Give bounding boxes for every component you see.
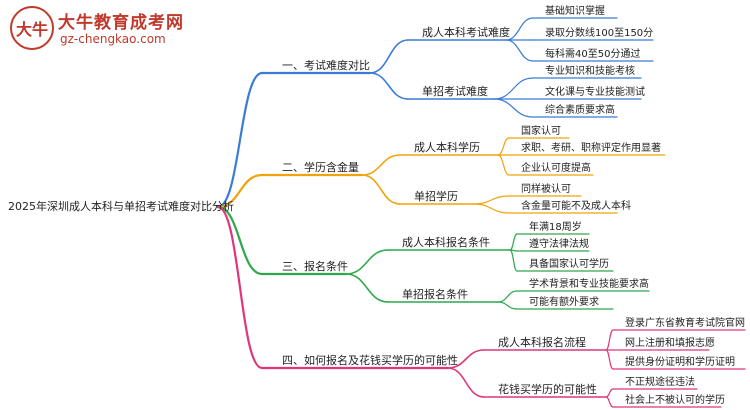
edge-sub-2-1-leaf-1 [497, 137, 510, 156]
leaf-node-3-1-3: 具备国家认可学历 [529, 257, 609, 270]
leaf-node-4-2-2: 社会上不被认可的学历 [625, 393, 725, 406]
leaf-node-3-2-1: 学术背景和专业技能要求高 [529, 277, 649, 290]
edge-sub-2-2-leaf-1 [473, 195, 510, 205]
leaf-node-3-1-2: 遵守法律法规 [529, 237, 589, 250]
edge-sub-3-1-leaf-1 [509, 233, 518, 251]
mindmap-nodes: 2025年深圳成人本科与单招考试难度对比分析 一、考试难度对比 成人本科考试难度 基础… [8, 4, 745, 406]
edge-branch-2-sub-2 [361, 174, 401, 205]
edge-branch-3-sub-2 [345, 273, 389, 303]
sub-node-2-2: 单招学历 [414, 189, 458, 203]
leaf-node-1-2-1: 专业知识和技能考核 [545, 64, 635, 77]
sub-node-4-2: 花钱买学历的可能性 [498, 382, 597, 396]
sub-node-1-2: 单招考试难度 [422, 84, 488, 98]
edge-sub-4-2-leaf-2 [605, 396, 614, 408]
edge-sub-1-1-leaf-3 [505, 39, 534, 62]
leaf-node-1-1-2: 录取分数线100至150分 [545, 26, 653, 39]
leaf-node-4-2-1: 不正规途径违法 [625, 375, 695, 388]
leaf-node-1-1-1: 基础知识掌握 [545, 4, 605, 17]
logo-url[interactable]: gz-chengkao.com [60, 32, 166, 46]
edge-sub-4-2-leaf-1 [605, 388, 614, 398]
edge-branch-4-sub-2 [447, 367, 485, 398]
edge-root-branch-2 [216, 173, 264, 209]
edge-sub-4-1-leaf-1 [605, 329, 614, 351]
edge-branch-4-sub-1 [447, 349, 485, 369]
edge-root-branch-3 [216, 205, 264, 276]
leaf-node-3-1-1: 年满18周岁 [529, 220, 582, 233]
sub-node-3-1: 成人本科报名条件 [402, 235, 490, 249]
sub-node-4-1: 成人本科报名流程 [498, 335, 586, 349]
leaf-node-1-2-2: 文化课与专业技能测试 [545, 85, 645, 98]
sub-node-2-1: 成人本科学历 [414, 140, 480, 154]
edge-branch-3-sub-1 [345, 249, 389, 275]
mindmap-edges [216, 17, 746, 408]
leaf-node-4-1-2: 网上注册和填报志愿 [625, 336, 715, 349]
edge-sub-1-2-leaf-3 [493, 98, 534, 118]
edge-branch-1-sub-1 [369, 39, 409, 74]
leaf-node-2-1-2: 求职、考研、职称评定作用显著 [521, 141, 661, 154]
leaf-node-3-2-2: 可能有额外要求 [529, 295, 599, 308]
leaf-node-1-2-3: 综合素质要求高 [545, 103, 615, 116]
leaf-node-4-1-1: 登录广东省教育考试院官网 [625, 316, 745, 329]
root-node: 2025年深圳成人本科与单招考试难度对比分析 [8, 199, 234, 213]
edge-root-branch-4 [216, 205, 264, 370]
branch-node-2: 二、学历含金量 [282, 160, 359, 174]
logo-mark-icon: 大牛 [10, 6, 54, 50]
site-logo[interactable]: 大牛 大牛教育成考网 gz-chengkao.com [6, 4, 186, 54]
branch-node-1: 一、考试难度对比 [282, 58, 370, 72]
edge-sub-3-2-leaf-1 [497, 290, 518, 303]
edge-sub-1-2-leaf-1 [493, 77, 534, 100]
branch-node-4: 四、如何报名及花钱买学历的可能性 [282, 353, 458, 367]
leaf-node-2-2-1: 同样被认可 [521, 182, 571, 195]
logo-brand-name: 大牛教育成考网 [58, 13, 184, 33]
edge-sub-4-1-leaf-3 [605, 349, 614, 370]
branch-node-3: 三、报名条件 [282, 259, 348, 273]
edge-sub-3-2-leaf-2 [497, 301, 518, 310]
leaf-node-4-1-3: 提供身份证明和学历证明 [625, 355, 735, 368]
leaf-node-2-1-3: 企业认可度提高 [521, 161, 591, 174]
edge-sub-1-1-leaf-1 [505, 17, 534, 41]
leaf-node-1-1-3: 每科需40至50分通过 [545, 47, 640, 60]
edge-branch-2-sub-1 [361, 154, 401, 176]
sub-node-1-1: 成人本科考试难度 [422, 25, 510, 39]
edge-sub-2-1-leaf-3 [497, 154, 510, 176]
edge-sub-3-1-leaf-3 [509, 249, 518, 272]
leaf-node-2-2-2: 含金量可能不及成人本科 [521, 199, 631, 212]
leaf-node-2-1-1: 国家认可 [521, 124, 561, 137]
sub-node-3-2: 单招报名条件 [402, 287, 468, 301]
edge-sub-2-2-leaf-2 [473, 203, 510, 214]
edge-root-branch-1 [216, 71, 264, 209]
edge-branch-1-sub-2 [369, 72, 409, 100]
